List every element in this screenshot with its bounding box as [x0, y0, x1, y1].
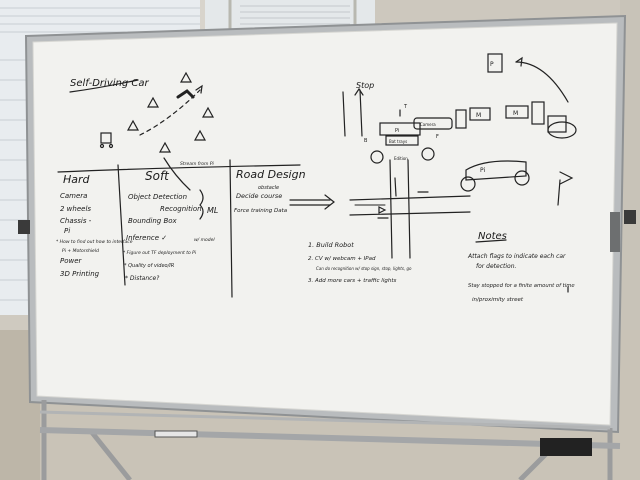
- notes-line-1: for detection.: [476, 263, 516, 270]
- road-item-1: obstacle: [258, 185, 279, 191]
- diagram-box3: Camera: [420, 122, 436, 127]
- whiteboard-surface: [33, 23, 617, 425]
- soft-small-note: w/ model: [194, 237, 215, 243]
- soft-item-2: Bounding Box: [128, 217, 178, 225]
- diagram-box2: Bat trays: [389, 139, 407, 144]
- window-blinds: [0, 7, 200, 301]
- diagram-m1: M: [476, 112, 481, 119]
- diagram-m2: M: [513, 110, 518, 117]
- hard-item-3: Pi: [64, 227, 70, 235]
- soft-item-3: Inference ✓: [126, 234, 167, 242]
- diagram-f: F: [436, 134, 439, 140]
- col-hard-heading: Hard: [63, 173, 91, 186]
- notes-line-2: Stay stopped for a finite amount of time: [468, 283, 575, 289]
- diagram-stop: Stop: [356, 81, 374, 90]
- road-item-0: Decide course: [236, 192, 282, 200]
- hard-item-2: Chassis -: [60, 217, 92, 225]
- hard-item-1: 2 wheels: [60, 205, 91, 213]
- plan-item-1: 2. CV w/ webcam + IPad: [308, 256, 376, 262]
- hard-item-7: 3D Printing: [60, 270, 100, 278]
- soft-side-note: ML: [207, 206, 218, 215]
- notes-line-3: in/proximity street: [472, 297, 524, 303]
- board-title: Self-Driving Car: [70, 78, 149, 89]
- hard-item-5: Pi + Motorshield: [62, 248, 99, 254]
- soft-item-5: * Quality of video/IR: [124, 263, 174, 269]
- notes-heading: Notes: [478, 231, 507, 242]
- diagram-edition: Edition: [394, 156, 408, 161]
- road-item-2: Force training Data: [234, 208, 288, 214]
- hard-item-4: * How to find out how to interface: [56, 239, 133, 245]
- col-soft-heading: Soft: [145, 169, 170, 183]
- diagram-b: B: [364, 138, 368, 144]
- hard-item-0: Camera: [60, 192, 87, 200]
- soft-item-4: * Figure out TF deployment to Pi: [123, 250, 197, 256]
- diagram-pi: Pi: [480, 167, 485, 174]
- soft-item-6: * Distance?: [125, 275, 160, 282]
- soft-item-0: Object Detection: [128, 193, 187, 201]
- diagram-box1: Pi: [395, 128, 399, 134]
- soft-item-1: Recognition: [160, 205, 202, 213]
- marker: [154, 430, 198, 438]
- diagram-p: P: [490, 61, 494, 68]
- hard-item-6: Power: [60, 257, 83, 265]
- plan-item-0: 1. Build Robot: [308, 241, 354, 249]
- soft-annotation: Stream from Pi: [180, 161, 215, 167]
- diagram-t: T: [403, 104, 408, 110]
- marker-strokes: [57, 53, 577, 298]
- eraser: [540, 438, 592, 456]
- plan-item-2: 3. Add more cars + traffic lights: [308, 278, 396, 284]
- notes-line-0: Attach flags to indicate each car: [467, 253, 566, 260]
- plan-sub-note: Can do recognition w/ stop sign, stop, l…: [316, 266, 412, 271]
- col-road-heading: Road Design: [236, 168, 306, 181]
